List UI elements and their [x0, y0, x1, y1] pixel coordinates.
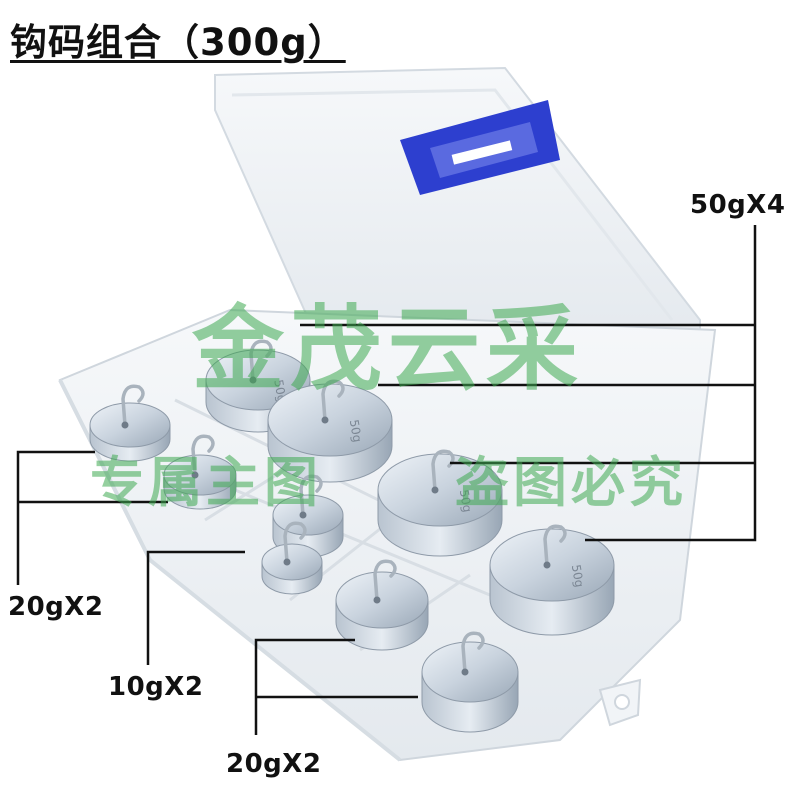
weight-10g-2: [261, 521, 323, 595]
callout-label-10g: 10gX2: [108, 672, 204, 702]
callout-label-50g: 50gX4: [690, 190, 786, 220]
weight-engraving: 50g: [569, 563, 587, 588]
callout-line-20g-left: [16, 450, 95, 585]
callout-label-20g-left: 20gX2: [8, 592, 104, 622]
weight-20g-3: [335, 559, 429, 651]
callout-line-10g: [146, 550, 245, 665]
weight-20g-1: [89, 384, 171, 462]
watermark-note-right: 盗图必究: [455, 451, 687, 514]
callout-line-20g-bottom: [254, 638, 355, 735]
callout-lines: [16, 225, 757, 735]
weight-engraving: 50g: [457, 488, 475, 513]
weight-20g-2: [163, 434, 237, 510]
page-title: 钩码组合（300g）: [10, 21, 346, 64]
weight-20g-4: [421, 631, 519, 733]
callout-line-50g: [585, 225, 757, 542]
watermark-note-left: 专属主图: [90, 451, 322, 514]
weight-engraving: 50g: [347, 418, 365, 443]
weight-50g-4: 50g: [489, 524, 615, 636]
watermark-brand: 金茂云采: [192, 296, 585, 403]
blue-latch-clip: [400, 100, 560, 195]
weight-50g-3: 50g: [377, 449, 503, 557]
callout-label-20g-bottom: 20gX2: [226, 749, 322, 779]
weight-50g-2: 50g: [267, 379, 393, 483]
